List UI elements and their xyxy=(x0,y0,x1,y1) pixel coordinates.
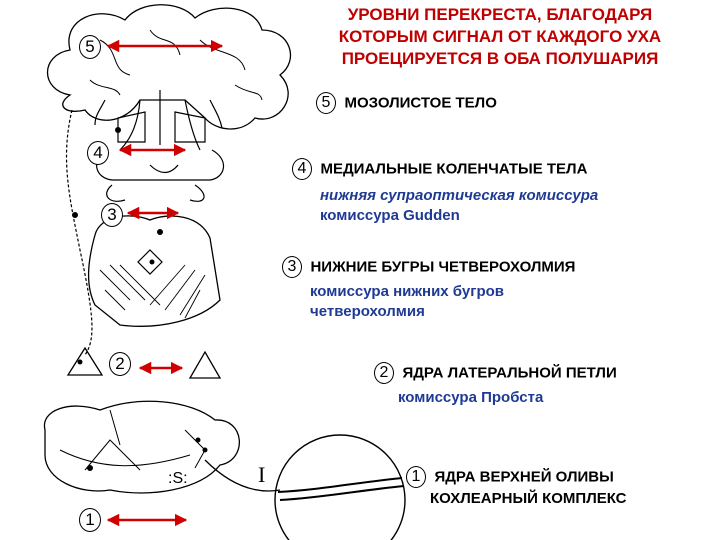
cortex-folds xyxy=(89,29,263,101)
diagram-marker-5: 5 xyxy=(79,35,101,59)
level-1-sub-1: КОХЛЕАРНЫЙ КОМПЛЕКС xyxy=(430,490,627,507)
diagram-marker-3: 3 xyxy=(101,203,123,227)
level-3-sub-2: четверохолмия xyxy=(310,303,425,320)
diagram-marker-4: 4 xyxy=(87,141,109,165)
level-number: 1 xyxy=(406,466,426,488)
medial-geniculate-region xyxy=(96,149,224,202)
level-heading: ЯДРА ВЕРХНЕЙ ОЛИВЫ xyxy=(434,468,614,486)
brainstem-fibers xyxy=(59,409,206,471)
level-2-sub-1: комиссура Пробста xyxy=(398,389,544,406)
s-label: :S: xyxy=(168,470,188,487)
level-5: 5 МОЗОЛИСТОЕ ТЕЛО xyxy=(316,92,497,114)
cochlea-band xyxy=(277,477,405,501)
title-line: ПРОЕЦИРУЕТСЯ В ОБА ПОЛУШАРИЯ xyxy=(341,49,659,68)
ventricles xyxy=(117,111,206,143)
cochlear-nerve xyxy=(204,459,281,492)
lateral-lemniscus-nucleus-right xyxy=(188,350,222,379)
level-number: 2 xyxy=(374,362,394,384)
diagram-marker-1: 1 xyxy=(79,508,101,532)
level-2: 2 ЯДРА ЛАТЕРАЛЬНОЙ ПЕТЛИ xyxy=(374,362,617,384)
inferior-colliculus-outline xyxy=(87,215,221,327)
level-number: 3 xyxy=(282,256,302,278)
level-heading: ЯДРА ЛАТЕРАЛЬНОЙ ПЕТЛИ xyxy=(402,364,617,382)
colliculus-hatching xyxy=(99,264,206,319)
title-line: УРОВНИ ПЕРЕКРЕСТА, БЛАГОДАРЯ xyxy=(347,5,653,24)
ear-cochlea xyxy=(274,434,406,540)
brainstem-outline xyxy=(43,400,240,494)
neuron-dots xyxy=(72,127,208,471)
level-4-sub-2: комиссура Gudden xyxy=(320,207,460,224)
cerebral-cortex-outline xyxy=(46,4,292,130)
level-4-sub-1: нижняя супраоптическая комиссура xyxy=(320,187,599,204)
level-4: 4 МЕДИАЛЬНЫЕ КОЛЕНЧАТЫЕ ТЕЛА xyxy=(292,158,587,180)
level-heading: МЕДИАЛЬНЫЕ КОЛЕНЧАТЫЕ ТЕЛА xyxy=(320,160,588,178)
page-title: УРОВНИ ПЕРЕКРЕСТА, БЛАГОДАРЯ КОТОРЫМ СИГ… xyxy=(300,4,700,70)
level-number: 4 xyxy=(292,158,312,180)
ear-label: I xyxy=(258,462,266,487)
colliculus-nucleus xyxy=(137,249,163,275)
level-heading: МОЗОЛИСТОЕ ТЕЛО xyxy=(344,94,497,112)
level-heading: НИЖНИЕ БУГРЫ ЧЕТВЕРОХОЛМИЯ xyxy=(310,258,576,276)
title-line: КОТОРЫМ СИГНАЛ ОТ КАЖДОГО УХА xyxy=(338,27,662,46)
level-number: 5 xyxy=(316,92,336,114)
lateral-lemniscus-nucleus-left xyxy=(66,346,104,376)
level-3-sub-1: комиссура нижних бугров xyxy=(310,283,505,300)
pathway-fiber-left xyxy=(65,109,93,356)
callosal-fibers xyxy=(94,90,223,151)
diagram-marker-2: 2 xyxy=(109,352,131,376)
level-1: 1 ЯДРА ВЕРХНЕЙ ОЛИВЫ xyxy=(406,466,614,488)
level-3: 3 НИЖНИЕ БУГРЫ ЧЕТВЕРОХОЛМИЯ xyxy=(282,256,575,278)
